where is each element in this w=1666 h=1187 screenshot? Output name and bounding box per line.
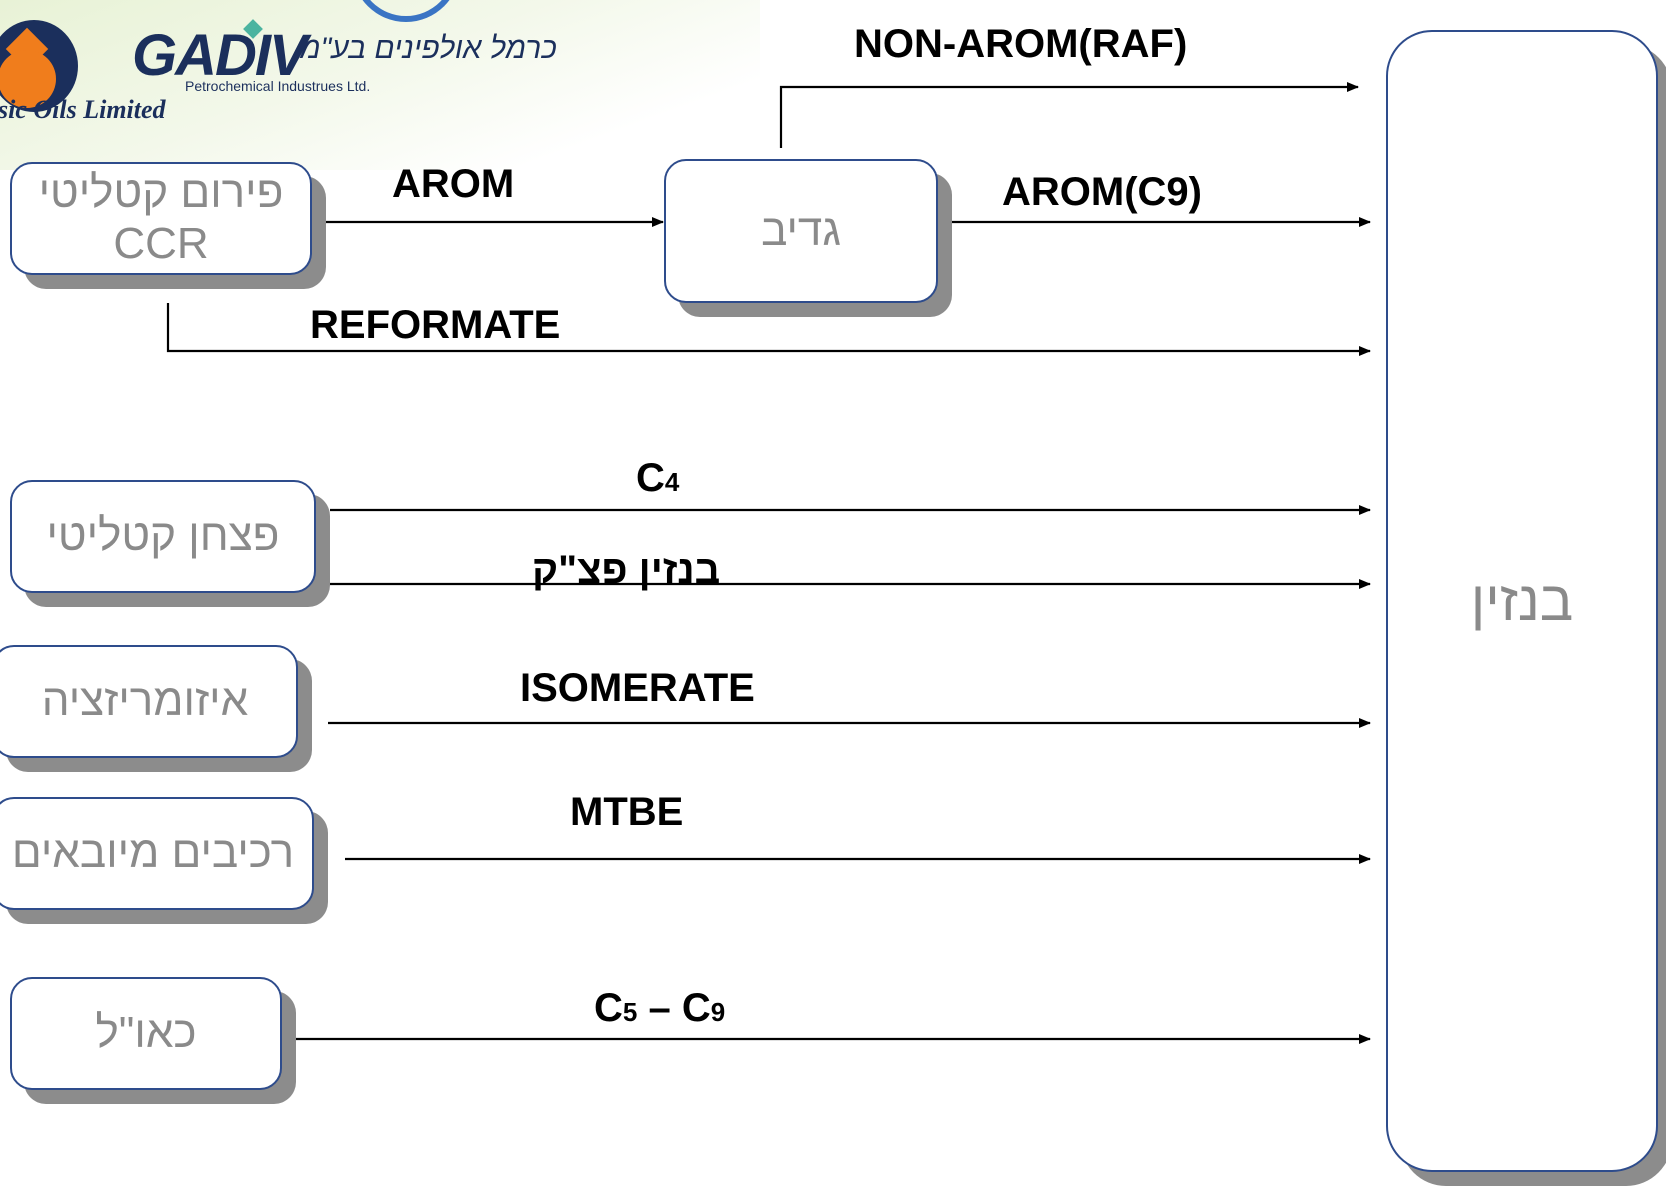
edge-non-arom — [779, 82, 1359, 148]
carmel-text: כרמל אולפינים בע"מ — [300, 32, 558, 65]
node-isomerization[interactable]: איזומריזציה — [0, 645, 298, 758]
label-c9-sub: 9 — [710, 997, 726, 1027]
label-isomerate: ISOMERATE — [520, 666, 755, 710]
label-fcc-gasoline: בנזין פצ"ק — [532, 548, 721, 592]
node-fcc-label: פצחן קטליטי — [46, 511, 280, 561]
edge-reformate — [166, 303, 1371, 356]
label-c5-sub: 5 — [622, 997, 638, 1027]
node-imported-label: רכיבים מיובאים — [11, 828, 295, 878]
label-c4-sub: 4 — [664, 467, 680, 497]
label-c4-main: C — [636, 456, 665, 500]
carmel-olefins-text: כרמל אולפינים בע"מ — [300, 32, 557, 66]
node-gadiv-label: גדיב — [761, 205, 841, 255]
node-crude-distillation[interactable]: כאו"ל — [10, 977, 282, 1090]
node-cdu-label: כאו"ל — [95, 1008, 197, 1058]
gadiv-wordmark: GADIV — [132, 23, 308, 88]
node-fcc[interactable]: פצחן קטליטי — [10, 480, 316, 593]
oil-drop-fill — [0, 50, 56, 108]
label-c5-dash: – C — [637, 986, 711, 1030]
background-tint — [0, 0, 760, 170]
node-gasoline-label: בנזין — [1470, 568, 1574, 632]
node-catalytic-reformer[interactable]: פירום קטליטי CCR — [10, 162, 312, 275]
node-ccr-code: CCR — [113, 218, 209, 268]
label-c4: C4 — [636, 458, 679, 498]
oil-drop-icon — [0, 20, 78, 112]
node-imported-components[interactable]: רכיבים מיובאים — [0, 797, 314, 910]
label-c5-main: C — [594, 986, 623, 1030]
node-gadiv[interactable]: גדיב — [664, 159, 938, 303]
label-arom: AROM — [392, 162, 515, 206]
label-reformate: REFORMATE — [310, 303, 561, 347]
basic-oils-wordmark: sic Oils Limited — [0, 95, 166, 124]
node-gasoline-pool[interactable]: בנזין — [1386, 30, 1658, 1172]
label-non-arom: NON-AROM(RAF) — [854, 22, 1188, 66]
node-ccr-hebrew: פירום קטליטי — [38, 167, 284, 217]
node-isomerization-label: איזומריזציה — [41, 676, 249, 726]
gadiv-subtitle: Petrochemical Industrues Ltd. — [185, 78, 371, 94]
label-c5-c9: C5 – C9 — [594, 988, 725, 1028]
label-arom-c9: AROM(C9) — [1002, 170, 1202, 214]
label-mtbe: MTBE — [570, 790, 684, 834]
